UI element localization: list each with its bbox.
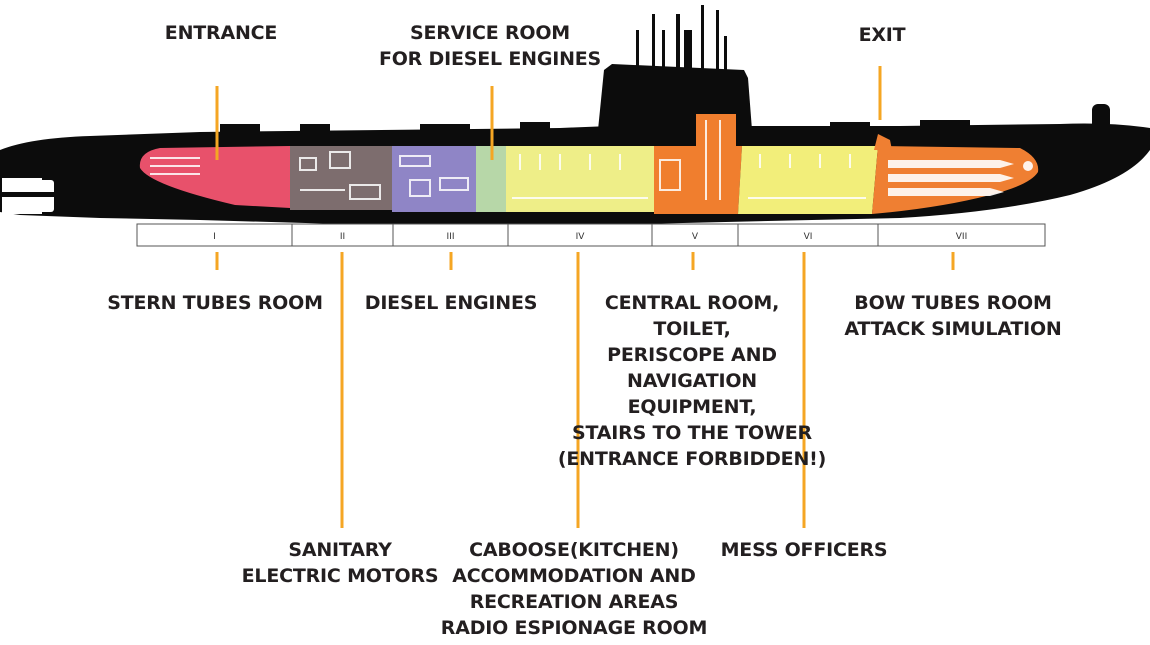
label-stern-tubes-room: STERN TUBES ROOM [107,292,323,314]
label-service-room: SERVICE ROOM FOR DIESEL ENGINES [378,22,602,70]
compartment-numeral: III [447,232,455,242]
compartment-stern [139,146,290,208]
compartment-electric [290,146,392,210]
label-entrance: ENTRANCE [164,22,278,44]
compartment-numeral: V [692,232,699,242]
label-bow-tubes-room: BOW TUBES ROOM ATTACK SIMULATION [844,292,1062,340]
conning-tower-masts [636,5,727,85]
torpedo-tubes [888,160,1033,196]
interior-details [150,120,866,200]
compartment-numeral: VI [804,232,813,242]
compartment-caboose [506,146,654,212]
conning-tower [598,64,752,130]
label-mess-officers: MESS OFFICERS [720,539,888,561]
bow-fin [1092,104,1110,130]
label-central-room: CENTRAL ROOM, TOILET, PERISCOPE AND NAVI… [557,292,827,470]
stern-propeller [0,178,54,214]
label-exit: EXIT [858,24,906,46]
deck-fittings [220,120,970,132]
bow-hatch [874,134,892,150]
compartment-numeral: I [213,232,216,242]
label-sanitary-electric-motors: SANITARY ELECTRIC MOTORS [241,539,439,587]
label-caboose: CABOOSE(KITCHEN) ACCOMMODATION AND RECRE… [440,539,708,639]
label-diesel-engines: DIESEL ENGINES [364,292,538,314]
leader-lines [215,66,955,528]
compartment-numeral: IV [576,232,586,242]
compartment-numeral: II [340,232,345,242]
compartment-numeral: VII [956,232,967,242]
